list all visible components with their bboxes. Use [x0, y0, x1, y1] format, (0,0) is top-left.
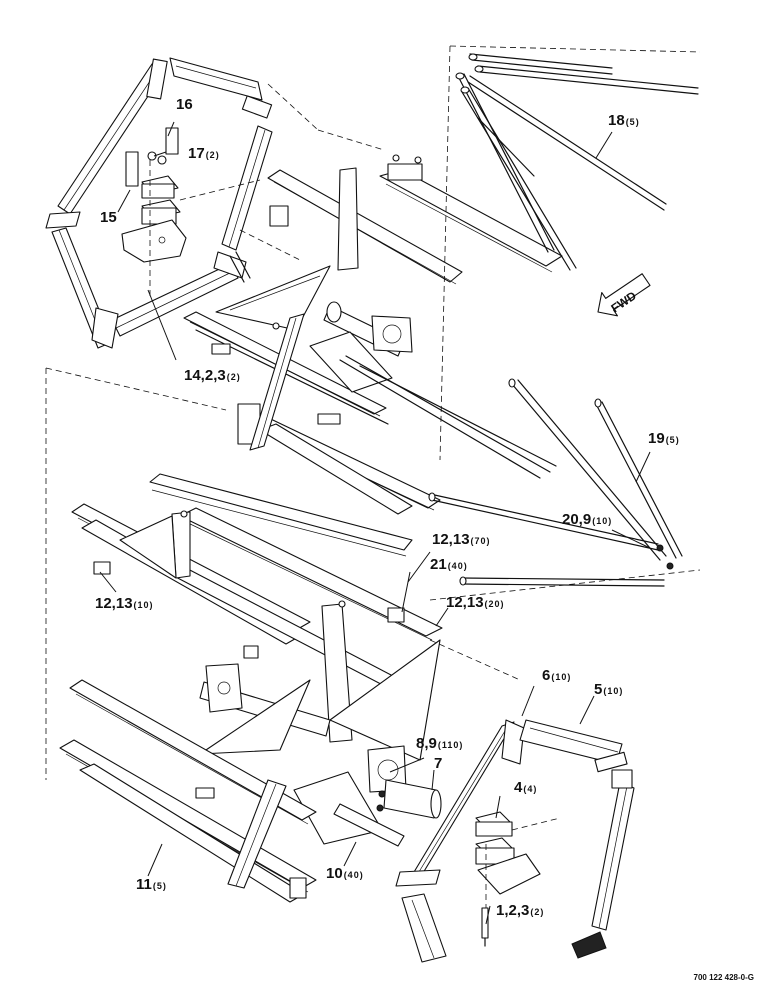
figure-reference-number: 700 122 428-0-G [693, 973, 755, 982]
callout-19: 19(5) [648, 430, 680, 447]
callout-12-13-10: 12,13(10) [95, 595, 154, 612]
callout-18: 18(5) [608, 112, 640, 129]
callout-8-9: 8,9(110) [416, 735, 464, 752]
callout-6: 6(10) [542, 667, 572, 684]
callout-12-13-20: 12,13(20) [446, 594, 505, 611]
callout-20-9: 20,9(10) [562, 511, 613, 528]
lower-spider-arm-assembly [395, 719, 635, 963]
lower-bat-shaft-assembly [45, 367, 521, 903]
tube-set-18 [439, 45, 701, 461]
callout-11: 11(5) [136, 876, 167, 893]
callout-17: 17(2) [188, 145, 220, 162]
upper-spider-arm-assembly [45, 57, 273, 349]
callout-10: 10(40) [326, 865, 364, 882]
tube-set-19 [428, 378, 701, 601]
callout-15: 15 [100, 209, 117, 226]
leader-lines [99, 121, 651, 925]
callout-12-13-70: 12,13(70) [432, 531, 491, 548]
forward-arrow [597, 273, 651, 317]
callout-14-2-3: 14,2,3(2) [184, 367, 241, 384]
callout-5: 5(10) [594, 681, 624, 698]
callout-21: 21(40) [430, 556, 468, 573]
callout-1-2-3: 1,2,3(2) [496, 902, 545, 919]
callout-16: 16 [176, 96, 193, 113]
callout-7: 7 [434, 755, 443, 772]
upper-bat-shaft-assembly [183, 83, 563, 515]
callout-4: 4(4) [514, 779, 538, 796]
